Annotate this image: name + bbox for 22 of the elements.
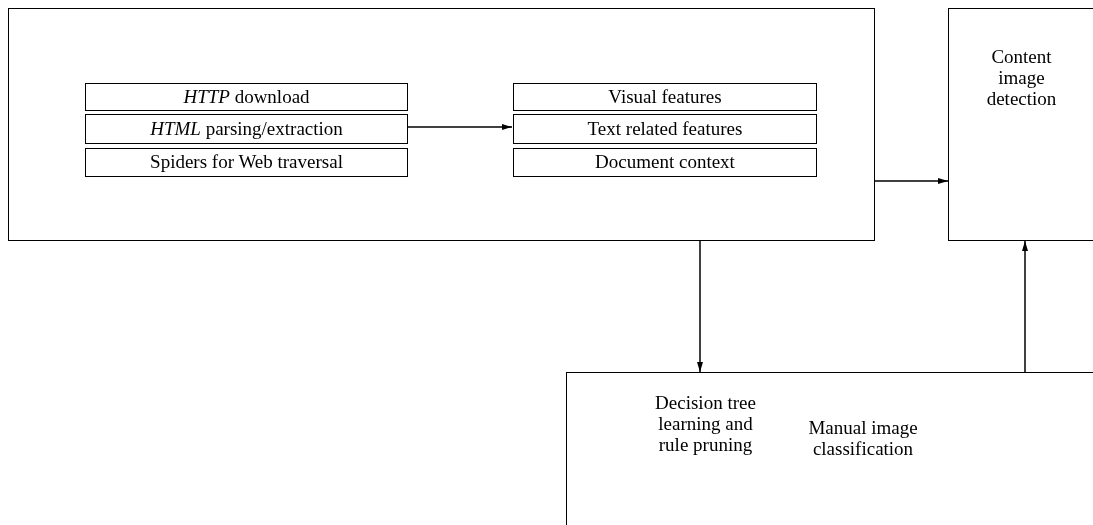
process-box <box>85 114 408 144</box>
box-label: Text related features <box>587 118 743 140</box>
process-box <box>948 8 1093 241</box>
box-label: Spiders for Web traversal <box>150 152 343 173</box>
process-box <box>566 372 1093 525</box>
arrow <box>874 178 949 184</box>
process-box <box>85 83 408 111</box>
box-label: Content image detection <box>985 47 1058 110</box>
box-label: Document context <box>595 152 735 173</box>
process-box <box>85 148 408 177</box>
box-label: Decision tree learning and rule pruning <box>654 393 757 456</box>
process-box <box>513 148 817 177</box>
box-label: Manual image classification <box>807 418 919 460</box>
process-box <box>513 83 817 111</box>
arrow <box>697 240 703 373</box>
box-label: HTTP download <box>183 86 310 108</box>
arrow <box>406 124 513 130</box>
container-box <box>8 8 875 241</box>
process-box <box>513 114 817 144</box>
arrow <box>1022 240 1028 373</box>
box-label: HTML parsing/extraction <box>150 118 343 140</box>
box-label: Visual features <box>608 86 722 108</box>
